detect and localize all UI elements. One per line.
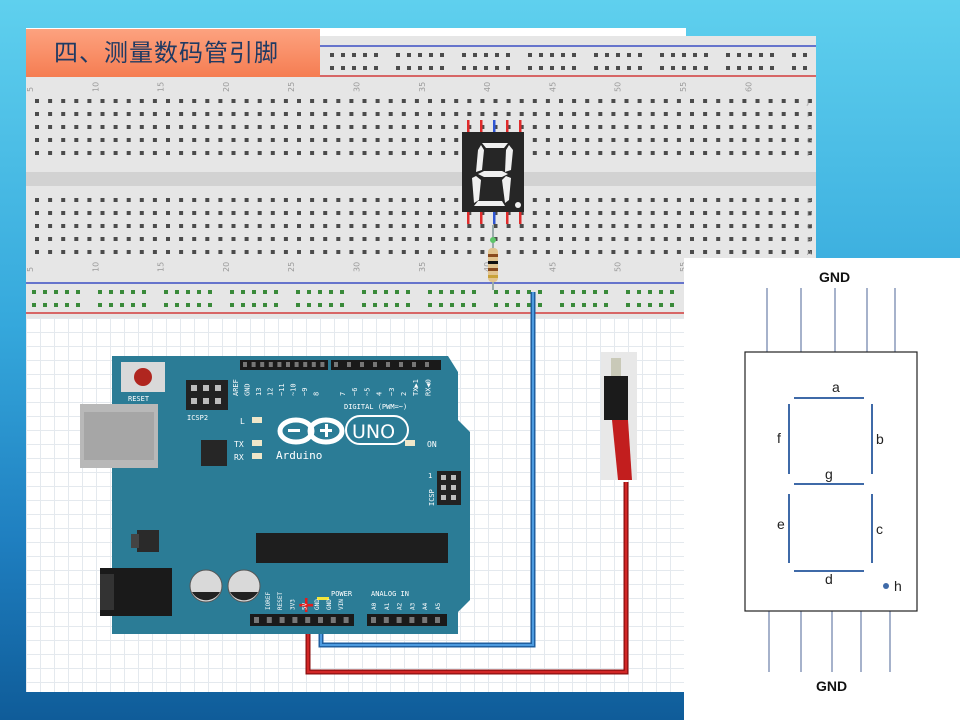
column-number-bottom: 50: [614, 262, 623, 272]
row-letter: A: [807, 249, 812, 257]
column-number-bottom: 20: [222, 262, 231, 272]
row-letter: C: [807, 223, 812, 231]
column-number-bottom: 45: [548, 262, 557, 272]
segment-label-h: h: [894, 578, 902, 594]
on-led-label: ON: [427, 440, 437, 449]
column-number-top: 10: [91, 82, 100, 92]
analog-pin-label: A0: [371, 602, 378, 610]
digital-pin-label: 13: [255, 388, 263, 396]
analog-pin-label: A2: [397, 602, 404, 610]
uno-label: UNO: [352, 421, 395, 443]
digital-pin-label: 7: [339, 392, 347, 396]
column-number-top: 35: [418, 82, 427, 92]
column-number-top: 60: [744, 82, 753, 92]
row-letter: F: [807, 150, 811, 158]
column-number-top: 15: [157, 82, 166, 92]
digital-pin-label: RX◀0: [424, 379, 432, 396]
row-letter: G: [807, 137, 812, 145]
column-number-bottom: 15: [157, 262, 166, 272]
icsp2-label: ICSP2: [187, 414, 208, 422]
pin-label-gnd-top: GND: [819, 269, 851, 285]
column-number-bottom: 40: [483, 262, 492, 272]
arduino-brand-label: Arduino: [276, 449, 322, 462]
row-letter: I: [807, 111, 809, 119]
analog-pin-label: A5: [435, 602, 442, 610]
column-number-bottom: 10: [91, 262, 100, 272]
analog-pin-label: A4: [422, 602, 429, 610]
column-number-bottom: 30: [353, 262, 362, 272]
digital-label: DIGITAL (PWM=~): [344, 403, 407, 411]
digital-pin-label: ~11: [278, 383, 286, 396]
power-pin-label: IOREF: [265, 592, 272, 610]
reset-label: RESET: [128, 395, 150, 403]
segment-label-b: b: [876, 431, 884, 447]
row-letter: E: [807, 197, 811, 205]
column-number-top: 5: [26, 87, 35, 92]
arduino-uno-board: +: [80, 356, 470, 634]
power-pin-label: VIN: [338, 599, 345, 610]
digital-pin-label: ~10: [290, 383, 298, 396]
rx-led-label: RX: [234, 453, 244, 462]
row-letter: D: [807, 210, 812, 218]
segment-label-g: g: [825, 466, 833, 482]
slide-title: 四、测量数码管引脚: [26, 29, 320, 77]
digital-pin-label: AREF: [232, 379, 240, 396]
power-pin-label: GND: [314, 599, 321, 610]
column-number-top: 40: [483, 82, 492, 92]
l-led-label: L: [240, 417, 245, 426]
column-number-top: 20: [222, 82, 231, 92]
digital-pin-label: ~6: [351, 388, 359, 396]
column-number-top: 50: [614, 82, 623, 92]
analog-pin-label: A3: [409, 602, 416, 610]
segment-label-c: c: [876, 521, 883, 537]
digital-pin-label: 2: [400, 392, 408, 396]
digital-pin-label: 12: [267, 388, 275, 396]
power-pin-label: 5V: [302, 602, 309, 610]
column-number-bottom: 55: [679, 262, 688, 272]
segment-label-f: f: [777, 430, 781, 446]
column-number-top: 55: [679, 82, 688, 92]
power-pin-label: GND: [326, 599, 333, 610]
column-number-bottom: 5: [26, 267, 35, 272]
pin-label-gnd-bottom: GND: [816, 678, 848, 694]
digital-pin-label: 4: [376, 392, 384, 396]
segment-label-a: a: [832, 379, 840, 395]
column-number-bottom: 35: [418, 262, 427, 272]
digital-pin-label: ~3: [388, 388, 396, 396]
column-number-bottom: 25: [287, 262, 296, 272]
power-pin-label: RESET: [277, 592, 284, 610]
jumper-wire-photo: [601, 352, 637, 480]
power-label: POWER: [331, 590, 353, 598]
column-number-top: 25: [287, 82, 296, 92]
digital-pin-label: ~9: [301, 388, 309, 396]
digital-pin-label: GND: [244, 383, 252, 396]
column-number-top: 45: [548, 82, 557, 92]
row-letter: B: [807, 236, 812, 244]
seven-segment-display: [462, 120, 524, 224]
digital-pin-label: ~5: [363, 388, 371, 396]
segment-label-e: e: [777, 516, 785, 532]
row-letter: J: [806, 98, 809, 106]
analog-label: ANALOG IN: [371, 590, 409, 598]
icsp-pin-one-label: 1: [428, 472, 432, 480]
tx-led-label: TX: [234, 440, 244, 449]
svg-text:+: +: [297, 593, 315, 618]
row-letter: H: [807, 124, 812, 132]
power-pin-label: 3V3: [289, 599, 296, 610]
digital-pin-label: TX▶1: [412, 379, 420, 396]
analog-pin-label: A1: [384, 602, 391, 610]
icsp-label: ICSP: [428, 489, 436, 506]
column-number-top: 30: [353, 82, 362, 92]
resistor: [488, 225, 498, 290]
digital-pin-label: 8: [313, 392, 321, 396]
pin-diagram: [744, 288, 918, 672]
segment-label-d: d: [825, 571, 833, 587]
